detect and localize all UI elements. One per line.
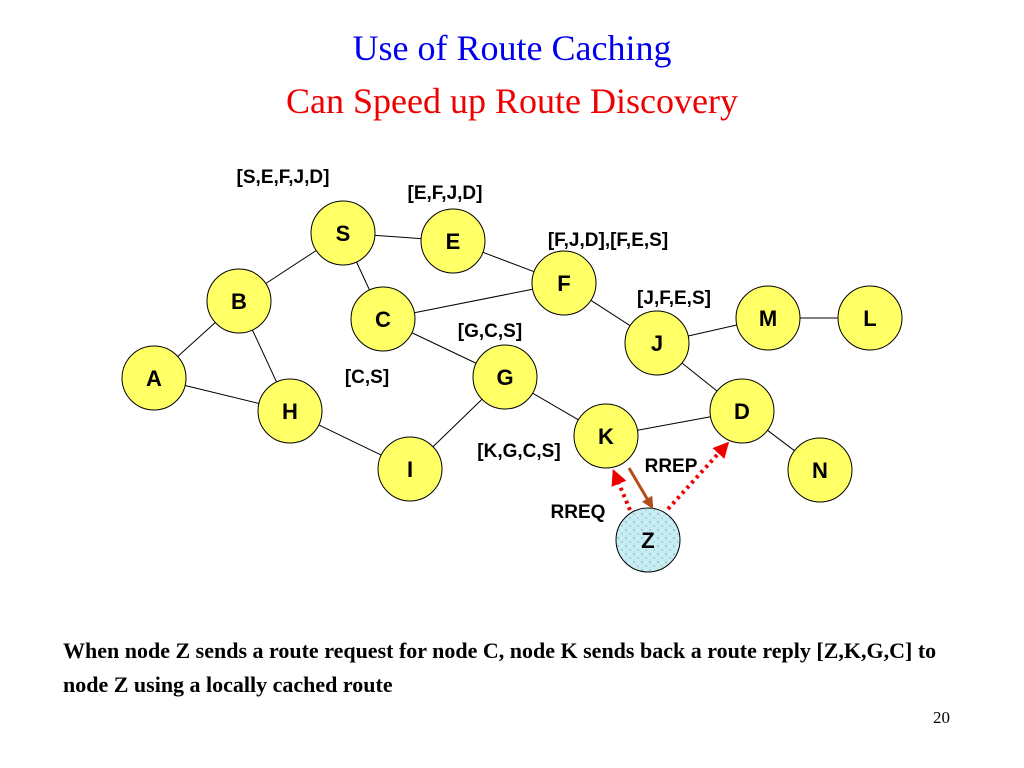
node-k-circle — [573, 403, 639, 469]
node-j: J — [624, 310, 690, 376]
node-z-label: Z — [641, 528, 654, 553]
node-c-label: C — [375, 307, 391, 332]
node-l-label: L — [863, 306, 876, 331]
route-label-kgcs: [K,G,C,S] — [477, 441, 560, 462]
edge-j-m — [688, 324, 737, 337]
edge-g-i — [432, 398, 483, 448]
node-h-label: H — [282, 399, 298, 424]
node-l: L — [837, 285, 903, 351]
node-f-label: F — [557, 271, 570, 296]
edge-g-k — [532, 392, 579, 421]
route-label-gcs: [G,C,S] — [458, 321, 522, 342]
node-z: Z — [615, 507, 681, 573]
node-b-label: B — [231, 289, 247, 314]
node-s-circle — [310, 200, 376, 266]
edge-f-c — [414, 288, 533, 314]
node-i-label: I — [407, 457, 413, 482]
edge-h-i — [318, 424, 382, 456]
node-a-circle — [121, 345, 187, 411]
node-g: G — [472, 344, 538, 410]
rreq-arrow-to-d — [666, 441, 730, 511]
node-l-circle — [837, 285, 903, 351]
node-e-circle — [420, 208, 486, 274]
node-d-circle — [709, 378, 775, 444]
caption: When node Z sends a route request for no… — [63, 638, 937, 697]
node-h: H — [257, 378, 323, 444]
node-f: F — [531, 250, 597, 316]
node-d: D — [709, 378, 775, 444]
title-line-2: Can Speed up Route Discovery — [286, 81, 738, 121]
edge-b-h — [252, 329, 277, 383]
rrep-arrow — [627, 467, 654, 510]
edge-c-g — [411, 332, 477, 364]
node-b: B — [206, 268, 272, 334]
node-a-label: A — [146, 366, 162, 391]
node-m: M — [735, 285, 801, 351]
route-label-sefjd: [S,E,F,J,D] — [237, 167, 330, 188]
node-e-label: E — [446, 229, 461, 254]
node-g-circle — [472, 344, 538, 410]
title-line-1: Use of Route Caching — [352, 28, 672, 68]
node-n-label: N — [812, 458, 828, 483]
node-s-label: S — [336, 221, 351, 246]
nodes: S E F B C M L J A G H D K I N Z — [121, 200, 903, 573]
node-s: S — [310, 200, 376, 266]
edge-s-b — [265, 250, 317, 284]
route-label-fjd-fes: [F,J,D],[F,E,S] — [548, 230, 668, 251]
node-c-circle — [350, 286, 416, 352]
edge-a-h — [184, 385, 260, 404]
node-c: C — [350, 286, 416, 352]
route-label-efjd: [E,F,J,D] — [408, 183, 483, 204]
node-j-circle — [624, 310, 690, 376]
edge-d-n — [767, 429, 795, 452]
node-k-label: K — [598, 424, 614, 449]
route-label-jfes: [J,F,E,S] — [637, 288, 711, 309]
node-k: K — [573, 403, 639, 469]
node-i-circle — [377, 436, 443, 502]
edge-s-e — [374, 234, 422, 240]
node-m-circle — [735, 285, 801, 351]
edge-b-a — [177, 322, 216, 357]
edge-e-f — [482, 251, 535, 273]
page-number: 20 — [933, 708, 950, 727]
node-n-circle — [787, 437, 853, 503]
node-e: E — [420, 208, 486, 274]
rreq-label: RREQ — [551, 502, 606, 523]
rrep-label: RREP — [645, 456, 698, 477]
edge-s-c — [356, 261, 370, 291]
node-f-circle — [531, 250, 597, 316]
node-h-circle — [257, 378, 323, 444]
node-b-circle — [206, 268, 272, 334]
node-g-label: G — [496, 365, 513, 390]
node-i: I — [377, 436, 443, 502]
node-m-label: M — [759, 306, 777, 331]
route-label-cs: [C,S] — [345, 367, 389, 388]
edge-f-j — [590, 299, 631, 327]
edge-j-d — [681, 362, 718, 392]
node-d-label: D — [734, 399, 750, 424]
edges — [177, 234, 838, 456]
node-n: N — [787, 437, 853, 503]
node-j-label: J — [651, 331, 663, 356]
rreq-arrow-to-k — [611, 469, 632, 511]
node-a: A — [121, 345, 187, 411]
edge-k-d — [637, 416, 711, 431]
